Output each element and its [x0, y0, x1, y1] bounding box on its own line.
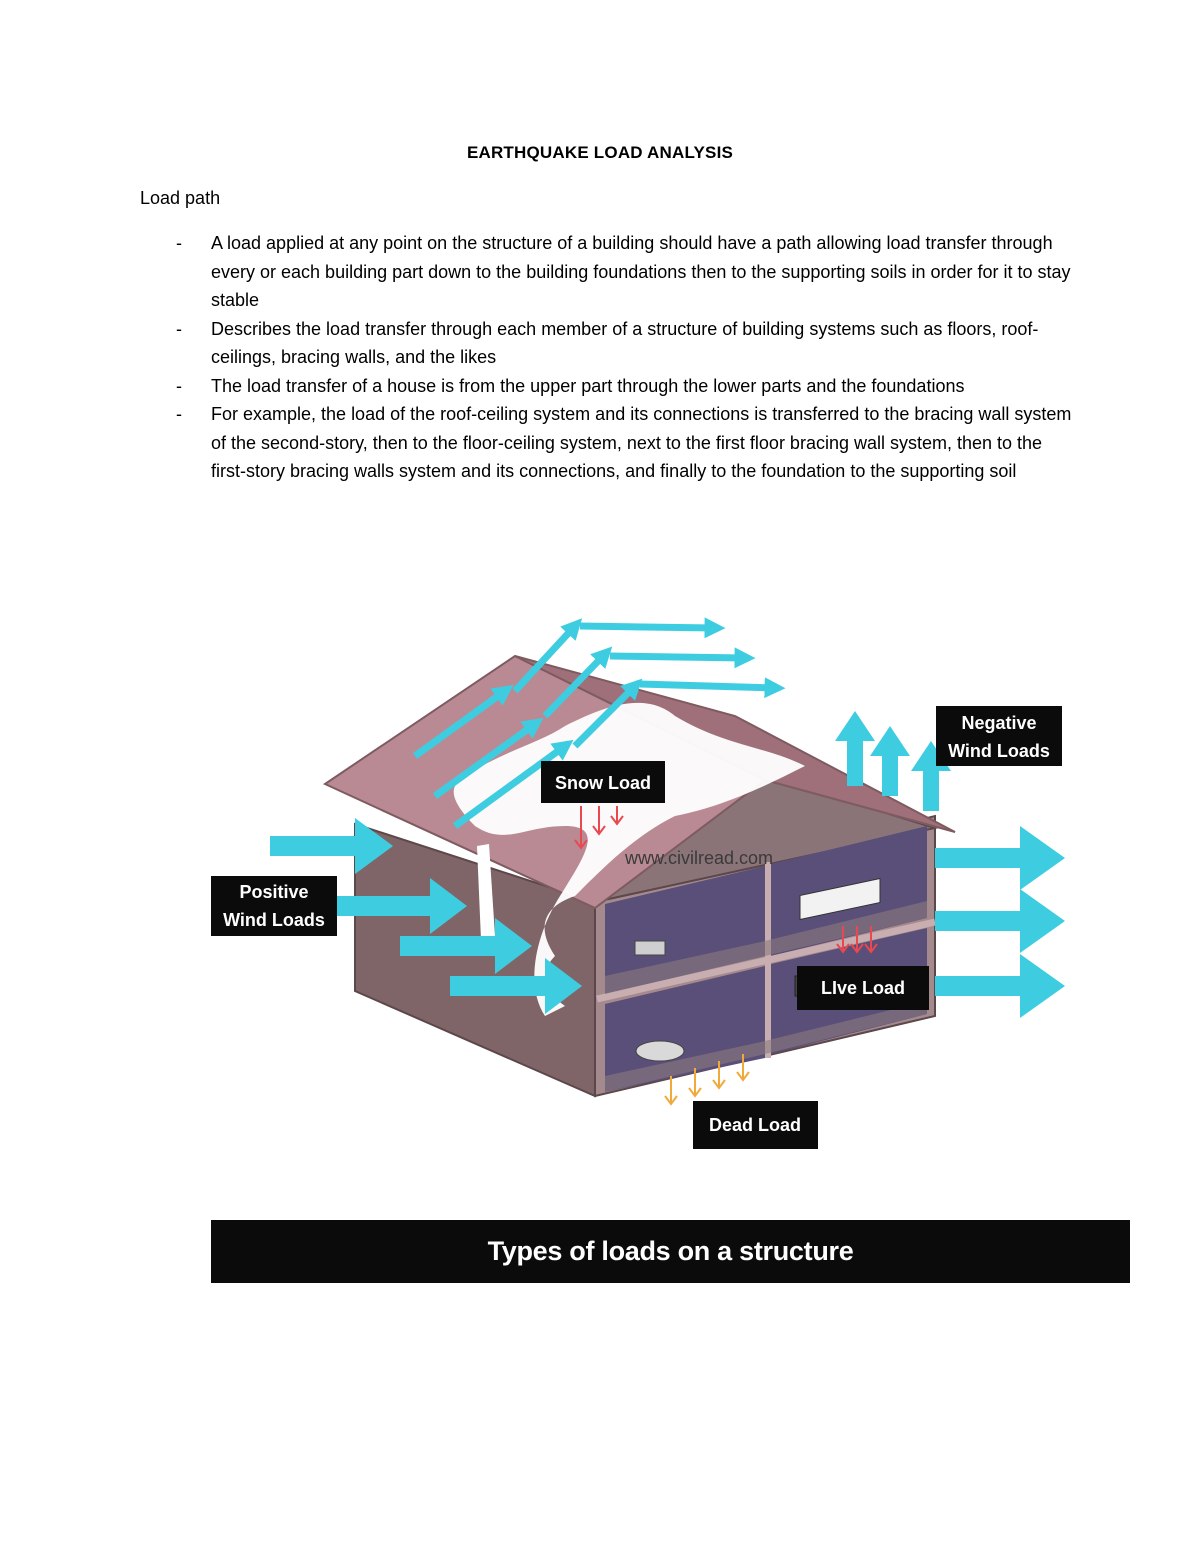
table-furniture [635, 1040, 685, 1062]
dead-load-arrows [664, 1054, 750, 1106]
bullet-item: - For example, the load of the roof-ceil… [140, 400, 1080, 486]
bullet-item: - A load applied at any point on the str… [140, 229, 1080, 315]
bullet-text: Describes the load transfer through each… [211, 318, 1039, 368]
section-heading: Load path [140, 188, 221, 208]
house-loads-illustration: www.civilread.com Positive Wind Loads Ne… [211, 617, 1065, 1149]
lower-floor-surface [605, 1001, 927, 1092]
document-title: EARTHQUAKE LOAD ANALYSIS [466, 143, 734, 162]
negative-wind-arrows-right [935, 826, 1065, 1018]
bullet-marker: - [176, 404, 182, 424]
house-loads-figure: www.civilread.com Positive Wind Loads Ne… [205, 596, 1135, 1296]
positive-wind-label-line2: Wind Loads [223, 910, 325, 930]
bullet-marker: - [176, 233, 182, 253]
live-load-label: LIve Load [797, 966, 929, 1010]
bullet-item: - The load transfer of a house is from t… [140, 372, 1080, 401]
bullet-marker: - [176, 375, 182, 396]
snow-load-label-text: Snow Load [555, 773, 651, 793]
snow-load-arrows [574, 806, 624, 850]
negative-wind-label: Negative Wind Loads [936, 706, 1062, 766]
bullet-list: - A load applied at any point on the str… [140, 229, 1080, 486]
bullet-text: For example, the load of the roof-ceilin… [211, 404, 1072, 481]
bullet-marker: - [176, 318, 182, 339]
figure-caption: Types of loads on a structure [487, 1236, 854, 1266]
roof-wind-arrows [412, 617, 786, 829]
negative-wind-label-line2: Wind Loads [948, 741, 1050, 761]
bullet-text: A load applied at any point on the struc… [211, 233, 1071, 310]
dead-load-label-text: Dead Load [709, 1115, 801, 1135]
watermark-text: www.civilread.com [624, 848, 773, 868]
snow-load-label: Snow Load [541, 761, 665, 803]
negative-wind-label-line1: Negative [961, 713, 1036, 733]
positive-wind-arrows [270, 818, 582, 1014]
bullet-item: - Describes the load transfer through ea… [140, 315, 1080, 372]
bed-furniture [799, 877, 881, 921]
figure-caption-bar: Types of loads on a structure [211, 1220, 1130, 1283]
sofa-furniture [634, 940, 666, 956]
bullet-text: The load transfer of a house is from the… [211, 375, 965, 396]
dead-load-label: Dead Load [693, 1101, 818, 1149]
snow-drip-left [477, 844, 495, 940]
positive-wind-label: Positive Wind Loads [211, 876, 337, 936]
upper-floor-surface [605, 901, 927, 994]
positive-wind-label-line1: Positive [239, 882, 308, 902]
live-load-label-text: LIve Load [821, 978, 905, 998]
live-load-arrows [836, 926, 878, 954]
